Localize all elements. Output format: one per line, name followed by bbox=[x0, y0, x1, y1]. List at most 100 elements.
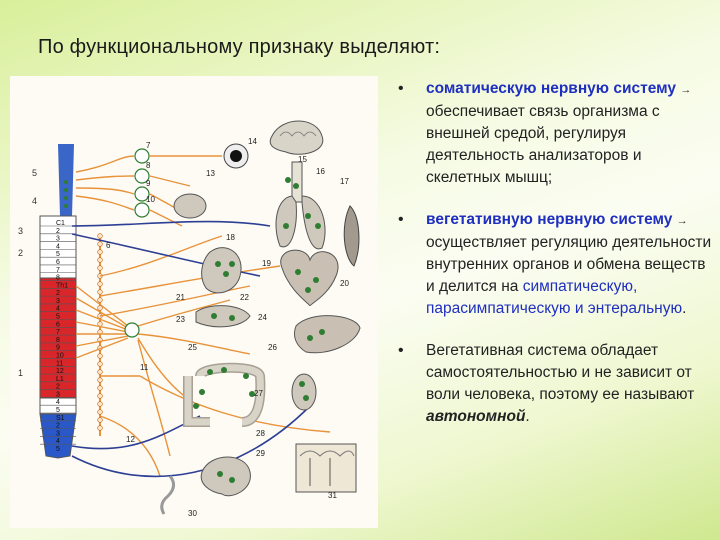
spine-segment-label: 7 bbox=[56, 329, 60, 336]
stomach-organ bbox=[202, 248, 241, 293]
ganglion-node bbox=[125, 323, 139, 337]
ganglion-dot bbox=[221, 367, 227, 373]
chain-ganglion bbox=[98, 266, 103, 271]
chain-ganglion bbox=[98, 234, 103, 239]
ganglion-dot bbox=[293, 183, 299, 189]
spine-segment-label: 3 bbox=[56, 391, 60, 398]
ganglion-dot bbox=[229, 261, 235, 267]
ganglion-dot bbox=[283, 223, 289, 229]
spine-segment-label: 2 bbox=[56, 228, 60, 235]
spine-segment-label: 4 bbox=[56, 306, 60, 313]
spine-segment-label: 3 bbox=[56, 236, 60, 243]
figure-number-label: 15 bbox=[298, 155, 307, 164]
heart-organ bbox=[281, 250, 338, 306]
figure-number-label: 13 bbox=[206, 169, 215, 178]
chain-ganglion bbox=[98, 282, 103, 287]
figure-number-label: 20 bbox=[340, 279, 349, 288]
pancreas-organ bbox=[196, 306, 250, 327]
figure-number-label: 11 bbox=[140, 363, 149, 372]
spine-segment-label: С1 bbox=[56, 220, 65, 227]
chain-ganglion bbox=[98, 410, 103, 415]
spine-segment-label: L1 bbox=[56, 376, 64, 383]
spine-segment-label: 8 bbox=[56, 275, 60, 282]
figure-number-label: 31 bbox=[328, 491, 337, 500]
chain-ganglion bbox=[98, 378, 103, 383]
chain-ganglion bbox=[98, 258, 103, 263]
figure-number-label: 9 bbox=[146, 179, 151, 188]
figure-number-label: 25 bbox=[188, 343, 197, 352]
ganglion-dot bbox=[285, 177, 291, 183]
chain-ganglion bbox=[98, 370, 103, 375]
salivary-gland-organ bbox=[174, 194, 206, 218]
bullet-text: Вегетативная система обладает самостояте… bbox=[426, 342, 694, 403]
spine-segment-label: 2 bbox=[56, 384, 60, 391]
figure-number-label: 24 bbox=[258, 313, 267, 322]
figure-number-label: 19 bbox=[262, 259, 271, 268]
spine-segment-label: 2 bbox=[56, 423, 60, 430]
figure-number-label: 7 bbox=[146, 141, 151, 150]
spine-segment-label: 5 bbox=[56, 407, 60, 414]
chain-ganglion bbox=[98, 354, 103, 359]
chain-ganglion bbox=[98, 394, 103, 399]
slide-title: По функциональному признаку выделяют: bbox=[38, 36, 440, 59]
ganglion-dot bbox=[64, 196, 68, 200]
spine-segment-label: 3 bbox=[56, 298, 60, 305]
bullet-icon: • bbox=[398, 78, 404, 100]
chain-ganglion bbox=[98, 290, 103, 295]
period-text: . bbox=[682, 300, 686, 317]
side-label: 1 bbox=[18, 368, 23, 378]
figure-number-label: 28 bbox=[256, 429, 265, 438]
figure-number-label: 21 bbox=[176, 293, 185, 302]
ganglion-dot bbox=[217, 471, 223, 477]
list-item: • Вегетативная система обладает самостоя… bbox=[398, 340, 712, 428]
list-item: • вегетативную нервную систему → осущест… bbox=[398, 209, 712, 320]
spine-segment-label: 12 bbox=[56, 368, 64, 375]
ganglion-dot bbox=[307, 335, 313, 341]
ganglion-dot bbox=[193, 403, 199, 409]
bullet-icon: • bbox=[398, 209, 404, 231]
ganglion-dot bbox=[199, 389, 205, 395]
figure-number-label: 23 bbox=[176, 315, 185, 324]
spine-segment-label: 3 bbox=[56, 430, 60, 437]
side-label: 4 bbox=[32, 196, 37, 206]
ganglion-dot bbox=[207, 369, 213, 375]
arrow-icon: → bbox=[680, 84, 691, 96]
ganglion-dot bbox=[223, 271, 229, 277]
term-vegetative: вегетативную нервную систему bbox=[426, 211, 672, 228]
figure-number-label: 26 bbox=[268, 343, 277, 352]
ganglion-dot bbox=[64, 204, 68, 208]
small-intestine-loop-organ bbox=[162, 476, 174, 514]
eye-organ bbox=[224, 144, 248, 168]
figure-number-label: 12 bbox=[126, 435, 135, 444]
emphasis-text: автономной bbox=[426, 408, 525, 425]
spine-segment-label: 2 bbox=[56, 290, 60, 297]
muscle-organ bbox=[344, 206, 359, 266]
ganglion-dot bbox=[243, 373, 249, 379]
side-label: 2 bbox=[18, 248, 23, 258]
term-somatic: соматическую нервную систему bbox=[426, 80, 676, 97]
kidney-organ bbox=[292, 374, 316, 410]
figure-number-label: 14 bbox=[248, 137, 257, 146]
bullet-icon: • bbox=[398, 340, 404, 362]
ganglion-dot bbox=[299, 381, 305, 387]
figure-number-label: 17 bbox=[340, 177, 349, 186]
spine-segment-label: 6 bbox=[56, 321, 60, 328]
ganglion-dot bbox=[229, 315, 235, 321]
brain-organ bbox=[270, 121, 323, 154]
period-text: . bbox=[525, 408, 529, 425]
chain-ganglion bbox=[98, 402, 103, 407]
spine-segment-label: 6 bbox=[56, 259, 60, 266]
ganglion-dot bbox=[305, 213, 311, 219]
ganglion-dot bbox=[215, 261, 221, 267]
figure-number-label: 27 bbox=[254, 389, 263, 398]
spine-segment-label: 4 bbox=[56, 399, 60, 406]
figure-number-label: 16 bbox=[316, 167, 325, 176]
figure-number-label: 30 bbox=[188, 509, 197, 518]
liver-organ bbox=[294, 316, 360, 353]
ganglion-dot bbox=[305, 287, 311, 293]
arrow-icon: → bbox=[677, 215, 688, 227]
ganglion-node bbox=[135, 203, 149, 217]
sympathetic-chain bbox=[98, 234, 103, 436]
